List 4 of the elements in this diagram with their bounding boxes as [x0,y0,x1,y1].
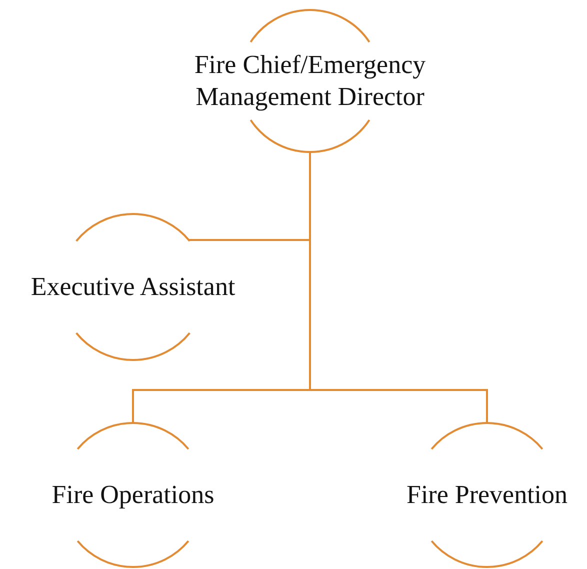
node-label: Fire Operations [52,479,214,511]
node-label: Fire Chief/Emergency Management Director [193,49,427,113]
node-label: Fire Prevention [406,479,568,511]
node-label: Executive Assistant [30,271,236,303]
